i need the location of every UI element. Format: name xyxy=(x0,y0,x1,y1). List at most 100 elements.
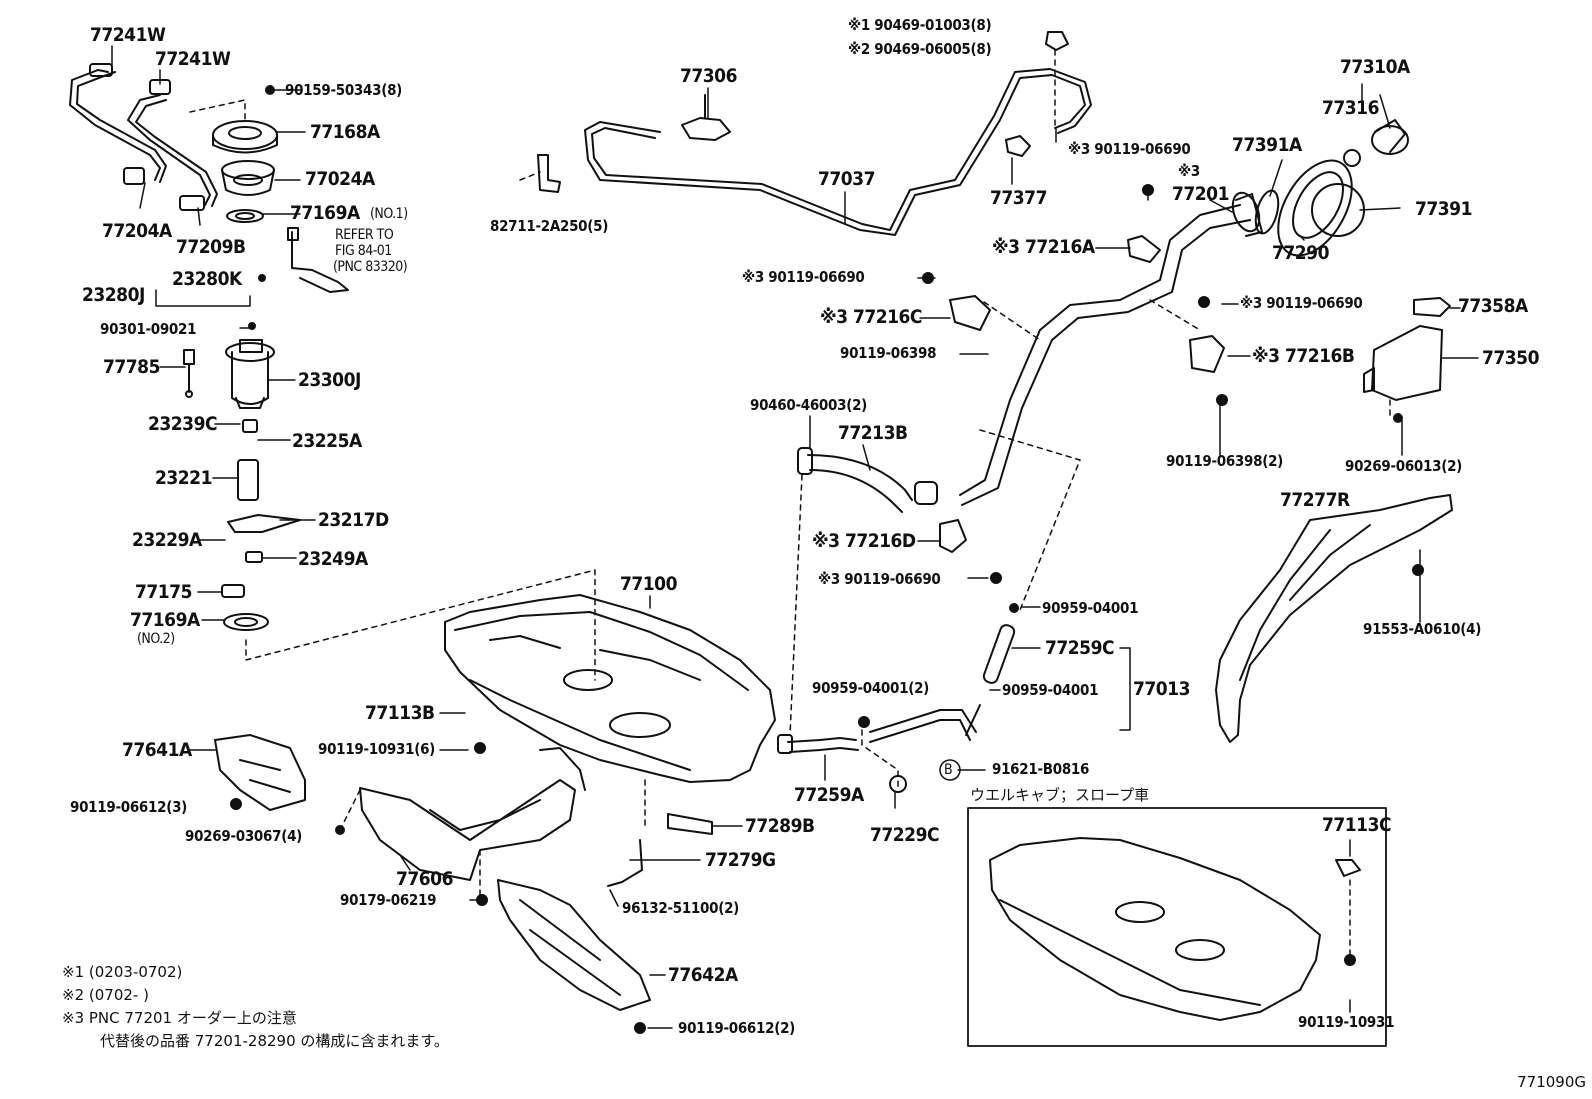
label-90119-06690-b: ※3 90119-06690 xyxy=(742,268,865,286)
label-90469-01003: ※1 90469-01003(8) xyxy=(848,16,992,34)
filler-bracket-a xyxy=(1127,235,1161,263)
mark-b-circle xyxy=(939,759,961,781)
label-77391: 77391 xyxy=(1415,198,1472,220)
label-96132-51100: 96132-51100(2) xyxy=(622,899,740,917)
label-77277R: 77277R xyxy=(1280,489,1350,511)
label-77201-mark: ※3 xyxy=(1178,162,1200,180)
label-77279G: 77279G xyxy=(705,849,776,871)
label-77642A: 77642A xyxy=(668,964,738,986)
sender-gauge-tube-left xyxy=(69,63,167,185)
label-23229A: 23229A xyxy=(132,529,202,551)
hose-77279G xyxy=(607,839,643,887)
label-23280K: 23280K xyxy=(172,268,242,290)
fuel-pump-gauge-retainer xyxy=(212,120,278,154)
label-77037: 77037 xyxy=(818,168,875,190)
label-90179-06219: 90179-06219 xyxy=(340,891,437,909)
label-77216B: ※3 77216B xyxy=(1252,345,1355,367)
pump-clamp xyxy=(221,584,245,598)
leader-lines-solid xyxy=(111,45,1479,1029)
label-23300J: 23300J xyxy=(298,369,361,391)
heat-insulator-77606 xyxy=(359,779,576,881)
label-90119-10931-6: 90119-10931(6) xyxy=(318,740,436,758)
label-90959-04001-2: 90959-04001(2) xyxy=(812,679,930,697)
wellcab-slope-note: ウエルキャブ；スロープ車 xyxy=(970,786,1150,804)
label-77113C: 77113C xyxy=(1322,814,1392,836)
label-90269-06013: 90269-06013(2) xyxy=(1345,457,1463,475)
label-77350: 77350 xyxy=(1482,347,1539,369)
tank-protector-77641A xyxy=(214,734,306,811)
fuel-pump xyxy=(237,459,259,501)
label-90119-06690-a: ※3 90119-06690 xyxy=(1068,140,1191,158)
fuel-hose-77259A xyxy=(777,734,859,754)
tank-protector-77277R xyxy=(1215,494,1453,743)
refer-line-1: REFER TO xyxy=(335,227,394,243)
tank-protector-77642A xyxy=(497,879,651,1011)
label-90119-06690-d: ※3 90119-06690 xyxy=(818,570,941,588)
vent-tube xyxy=(584,68,1092,236)
label-77241W-a: 77241W xyxy=(90,24,166,46)
footnote-3: ※3 PNC 77201 オーダー上の注意 xyxy=(62,1009,297,1027)
label-77204A: 77204A xyxy=(102,220,172,242)
label-77606: 77606 xyxy=(396,868,453,890)
label-77306: 77306 xyxy=(680,65,737,87)
label-77024A: 77024A xyxy=(305,168,375,190)
fuel-suction-plate xyxy=(221,160,275,196)
refer-line-3: (PNC 83320) xyxy=(333,259,408,275)
label-90119-06398-b: 90119-06398(2) xyxy=(1166,452,1284,470)
fuel-tank xyxy=(444,594,776,783)
label-77290: 77290 xyxy=(1272,242,1329,264)
label-23217D: 23217D xyxy=(318,509,389,531)
label-90959-04001-a: 90959-04001 xyxy=(1042,599,1139,617)
hose-77259C xyxy=(982,624,1016,684)
label-77216C: ※3 77216C xyxy=(820,306,922,328)
cap-gasket xyxy=(1343,149,1361,167)
label-77377: 77377 xyxy=(990,187,1047,209)
filler-bracket-d xyxy=(939,519,967,553)
label-77168A: 77168A xyxy=(310,121,380,143)
label-90119-10931: 90119-10931 xyxy=(1298,1013,1395,1031)
gasket-no1 xyxy=(226,209,264,223)
label-77169A-no2-note: (NO.2) xyxy=(137,631,175,647)
label-82711-2A250: 82711-2A250(5) xyxy=(490,217,609,235)
label-77358A: 77358A xyxy=(1458,295,1528,317)
label-77241W-b: 77241W xyxy=(155,48,231,70)
filler-bracket-c xyxy=(949,295,991,331)
label-77209B: 77209B xyxy=(176,236,246,258)
bolts xyxy=(230,85,1424,1034)
label-90269-03067: 90269-03067(4) xyxy=(185,827,303,845)
label-90460-46003: 90460-46003(2) xyxy=(750,396,868,414)
label-90959-04001-c: 90959-04001 xyxy=(1002,681,1099,699)
label-23239C: 23239C xyxy=(148,413,218,435)
tube-clamp-82711 xyxy=(537,154,561,193)
fuel-pump-bracket xyxy=(225,339,275,409)
filler-gasket xyxy=(1254,189,1280,235)
wellcab-inset-frame xyxy=(967,807,1387,1047)
label-77175: 77175 xyxy=(135,581,192,603)
footnote-1: ※1 (0203-0702) xyxy=(62,963,183,981)
label-mark-b: B xyxy=(944,762,953,778)
label-91621-B0816: 91621-B0816 xyxy=(992,760,1090,778)
label-77641A: 77641A xyxy=(122,739,192,761)
label-77013: 77013 xyxy=(1133,678,1190,700)
label-77169A-no1-note: (NO.1) xyxy=(370,206,408,222)
clamp-77377 xyxy=(1005,135,1031,157)
label-90119-06690-c: ※3 90119-06690 xyxy=(1240,294,1363,312)
label-23249A: 23249A xyxy=(298,548,368,570)
label-90119-06612-2: 90119-06612(2) xyxy=(678,1019,796,1037)
fuel-tank-wellcab xyxy=(989,837,1321,1021)
footnote-4: 代替後の品番 77201-28290 の構成に含まれます。 xyxy=(100,1032,449,1050)
breather-hose-77289B xyxy=(667,813,713,835)
label-77216D: ※3 77216D xyxy=(812,530,916,552)
clip-90469 xyxy=(1045,31,1069,51)
refer-line-2: FIG 84-01 xyxy=(335,243,392,259)
tank-band xyxy=(539,747,586,791)
label-23221: 23221 xyxy=(155,467,212,489)
label-77169A-no2: 77169A xyxy=(130,609,200,631)
filler-bracket-b xyxy=(1189,335,1225,373)
label-77259A: 77259A xyxy=(794,784,864,806)
gasket-no2 xyxy=(223,613,269,631)
label-77113B: 77113B xyxy=(365,702,435,724)
vent-valve xyxy=(681,94,731,141)
tube-assy-77013 xyxy=(869,704,981,743)
